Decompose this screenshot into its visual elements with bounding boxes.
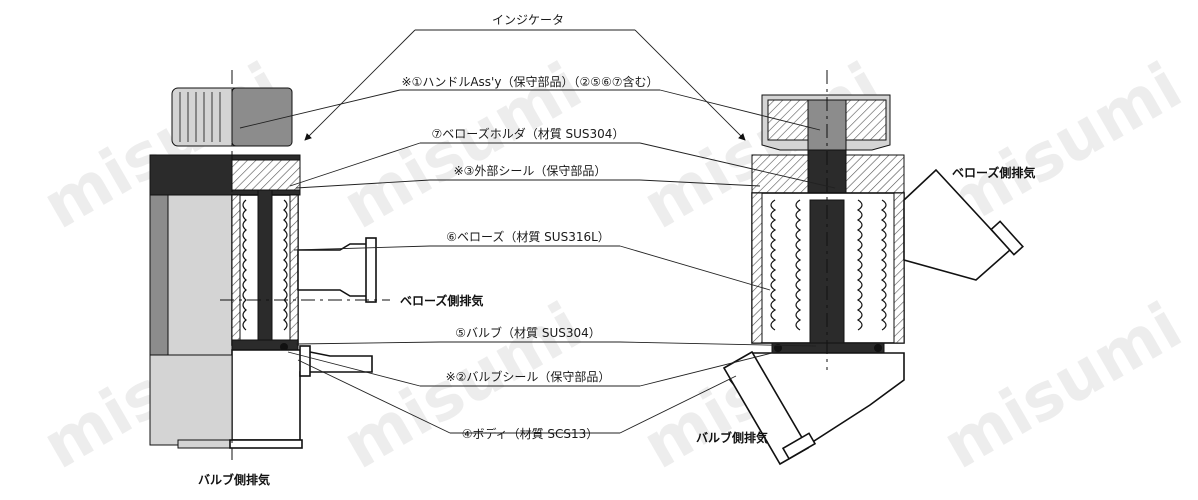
- label-valve-exhaust-right: バルブ側排気: [696, 430, 768, 445]
- label-valve: ⑤バルブ（材質 SUS304）: [455, 325, 601, 340]
- label-body: ④ボディ（材質 SCS13）: [462, 426, 599, 441]
- watermark-text: misumi: [331, 289, 594, 484]
- label-bellows: ⑥ベローズ（材質 SUS316L）: [446, 229, 610, 244]
- label-bellows-exhaust-center: ベローズ側排気: [400, 293, 483, 308]
- right-inline-valve-drawing: [722, 70, 1024, 466]
- label-bellows-exhaust-right: ベローズ側排気: [952, 165, 1035, 180]
- label-bellows-holder: ⑦ベローズホルダ（材質 SUS304）: [432, 126, 625, 141]
- label-handle-assy: ※①ハンドルAss'y（保守部品）（②⑤⑥⑦含む）: [402, 74, 659, 89]
- part-labels: インジケータ ※①ハンドルAss'y（保守部品）（②⑤⑥⑦含む） ⑦ベローズホル…: [402, 13, 659, 441]
- label-valve-exhaust-left: バルブ側排気: [198, 472, 270, 487]
- leader-lines: [239, 29, 836, 434]
- label-indicator: インジケータ: [492, 13, 564, 27]
- watermark-text: misumi: [931, 289, 1194, 484]
- label-outer-seal: ※③外部シール（保守部品）: [454, 163, 607, 178]
- label-valve-seal: ※②バルブシール（保守部品）: [446, 369, 611, 384]
- port-labels: ベローズ側排気 ベローズ側排気 バルブ側排気 バルブ側排気: [198, 165, 1035, 487]
- left-angle-valve-drawing: [149, 70, 390, 460]
